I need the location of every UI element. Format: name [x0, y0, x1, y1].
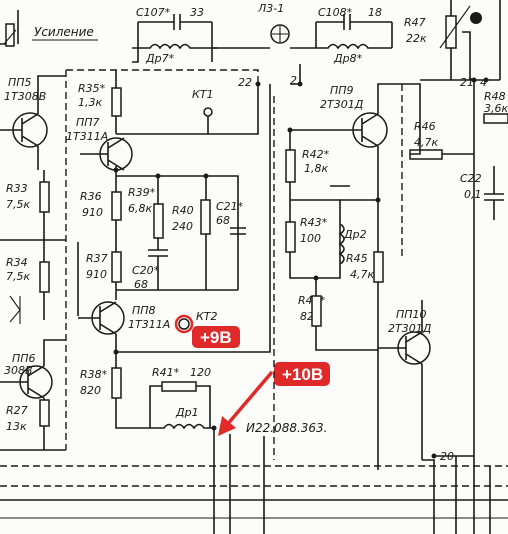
pp5-label: ПП5 [8, 76, 32, 89]
pp8-type: 1Т311А [128, 318, 170, 331]
kt1-testpoint-icon [203, 107, 213, 117]
kt2-highlight-ring [174, 314, 194, 334]
c107-value: 33 [190, 6, 204, 19]
kt1-label: КТ1 [192, 88, 214, 101]
r41-value: 120 [190, 366, 211, 379]
r46-label: R46 [414, 120, 436, 133]
dr1-label: Др1 [175, 406, 199, 419]
voltage-10v-text: +10В [282, 365, 323, 384]
section-label: Усиление [34, 25, 94, 39]
r35-value: 1,3к [78, 96, 102, 109]
r38-value: 820 [80, 384, 101, 397]
kt2-label: КТ2 [196, 310, 218, 323]
arrow-head-icon [218, 416, 236, 436]
c22-label: C22 [460, 172, 482, 185]
r45-label: R45 [346, 252, 368, 265]
arrow-to-node [224, 370, 274, 428]
pp7-label: ПП7 [76, 116, 100, 129]
pp7-type: 1Т311А [66, 130, 108, 143]
pp5-type: 1Т308В [4, 90, 46, 103]
r43-value: 100 [300, 232, 321, 245]
r39-label: R39* [128, 186, 156, 199]
kt2-testpoint-icon [178, 318, 190, 330]
c20-label: C20* [132, 264, 160, 277]
pp9-type: 2Т301Д [320, 98, 364, 111]
pp10-label: ПП10 [396, 308, 427, 321]
r43-label: R43* [300, 216, 328, 229]
dr8-label: Др8* [333, 52, 363, 65]
r39-value: 6,8к [128, 202, 152, 215]
bottom-bus [0, 434, 508, 534]
pp9-label: ПП9 [330, 84, 354, 97]
r45-value: 4,7к [350, 268, 374, 281]
pp10-type: 2Т301Д [388, 322, 432, 335]
voltage-badge-9v [192, 326, 240, 348]
dr2-label: Др2 [343, 228, 367, 241]
pp9-section: 2 ПП9 2Т301Д R42* 1,8к R43* 100 Др2 R44*… [273, 64, 421, 460]
r46-value: 4,7к [414, 136, 438, 149]
r37-value: 910 [86, 268, 107, 281]
r27-label: R27 [6, 404, 28, 417]
pp6-type: 308В [4, 364, 33, 377]
r40-label: R40 [172, 204, 194, 217]
voltage-badge-10v [274, 362, 330, 386]
r42-value: 1,8к [304, 162, 328, 175]
r34-label: R34 [6, 256, 28, 269]
c107-label: C107* [136, 6, 171, 19]
r48-value: 3,6к [484, 102, 508, 115]
c21-value: 68 [216, 214, 230, 227]
node-4: 4 [480, 76, 487, 89]
node-21: 21 [460, 76, 474, 89]
c22-value: 0,1 [464, 188, 482, 201]
r34-value: 7,5к [6, 270, 30, 283]
r35-label: R35* [78, 82, 106, 95]
pp6-label: ПП6 [12, 352, 36, 365]
r41-label: R41* [152, 366, 180, 379]
indicator-icon [470, 12, 482, 24]
l3-label: Л3-1 [257, 2, 284, 15]
r42-label: R42* [302, 148, 330, 161]
left-section: ПП5 1Т308В R33 7,5к R34 7,5к ПП6 308В R2… [0, 70, 67, 451]
dr7-label: Др7* [145, 52, 175, 65]
center-section: 22 R35* 1,3к КТ1 ПП7 1Т311А R36 910 R39*… [66, 69, 330, 534]
r37-label: R37 [86, 252, 108, 265]
pp8-label: ПП8 [132, 304, 156, 317]
node-2: 2 [290, 74, 297, 87]
r47-label: R47 [404, 16, 426, 29]
c108-value: 18 [368, 6, 382, 19]
r47-value: 22к [406, 32, 427, 45]
r36-value: 910 [82, 206, 103, 219]
r33-label: R33 [6, 182, 28, 195]
c20-value: 68 [134, 278, 148, 291]
r40-value: 240 [172, 220, 193, 233]
node-22: 22 [238, 76, 252, 89]
header-section: Усиление C107* 33 Др7* Л3-1 C108* 18 Др8… [0, 0, 501, 80]
r36-label: R36 [80, 190, 102, 203]
pp10-section: 21 4 R48 3,6к R46 4,7к C22 0,1 ПП10 2Т30… [377, 76, 508, 534]
c21-label: C21* [216, 200, 244, 213]
r27-value: 13к [6, 420, 27, 433]
r48-label: R48 [484, 90, 506, 103]
voltage-9v-text: +9В [200, 328, 232, 347]
r33-value: 7,5к [6, 198, 30, 211]
r38-label: R38* [80, 368, 108, 381]
c108-label: C108* [318, 6, 353, 19]
document-id: И22.088.363. [246, 421, 328, 435]
